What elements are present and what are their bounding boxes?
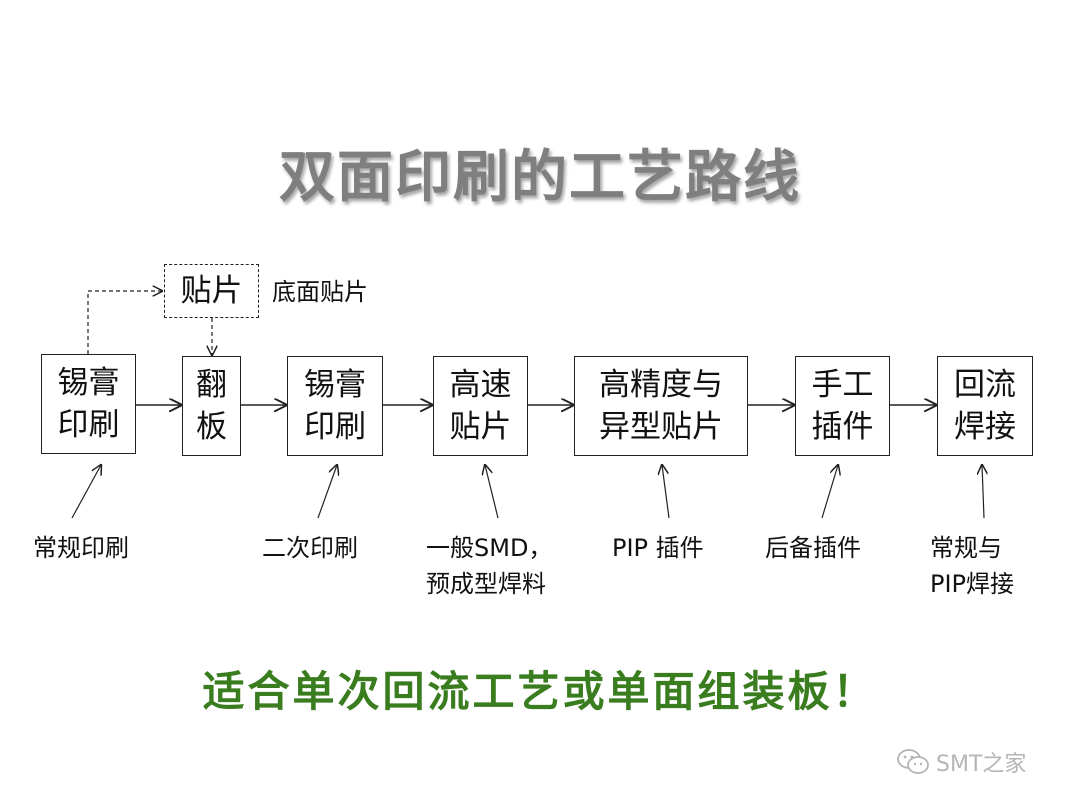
- page-title: 双面印刷的工艺路线: [279, 145, 801, 210]
- note-pointer: [317, 465, 337, 519]
- note-pip-soldering: 常规与 PIP焊接: [930, 534, 1015, 598]
- step-manual-insertion: 手工 插件: [795, 356, 890, 456]
- note-backup-insertion: 后备插件: [765, 534, 861, 562]
- step-reflow-soldering: 回流 焊接: [937, 356, 1033, 456]
- wechat-icon: [897, 749, 929, 774]
- note-pip-insertion: PIP 插件: [612, 534, 704, 562]
- note-pointer: [821, 465, 838, 519]
- note-pointer: [982, 465, 984, 519]
- note-pointer: [485, 465, 499, 519]
- dashed-branch-arrow: [87, 291, 162, 354]
- step-solder-paste-print-1: 锡膏 印刷: [41, 354, 136, 454]
- step-flip-board: 翻 板: [182, 356, 241, 456]
- step-solder-paste-print-2: 锡膏 印刷: [287, 356, 383, 456]
- step-label: 高精度与 异型贴片: [599, 367, 723, 445]
- note-pointer: [71, 465, 101, 519]
- watermark-text: SMT之家: [936, 752, 1027, 777]
- note-regular-print: 常规印刷: [33, 534, 129, 562]
- step-label: 翻 板: [196, 367, 227, 445]
- bottom-message: 适合单次回流工艺或单面组装板！: [202, 667, 878, 716]
- note-pointer: [662, 465, 670, 519]
- top-placement-note: 底面贴片: [272, 278, 368, 306]
- step-high-speed-placement: 高速 贴片: [433, 356, 528, 456]
- step-label: 手工 插件: [811, 367, 874, 445]
- step-precision-placement: 高精度与 异型贴片: [574, 356, 748, 456]
- step-label: 锡膏 印刷: [304, 367, 366, 445]
- step-label: 高速 贴片: [449, 367, 512, 445]
- step-label: 回流 焊接: [954, 367, 1016, 445]
- top-placement-label: 贴片: [180, 273, 243, 309]
- top-placement-box: 贴片: [164, 264, 259, 318]
- note-general-smd: 一般SMD， 预成型焊料: [426, 534, 553, 598]
- watermark: SMT之家: [896, 746, 1026, 778]
- note-second-print: 二次印刷: [262, 534, 358, 562]
- step-label: 锡膏 印刷: [57, 365, 120, 443]
